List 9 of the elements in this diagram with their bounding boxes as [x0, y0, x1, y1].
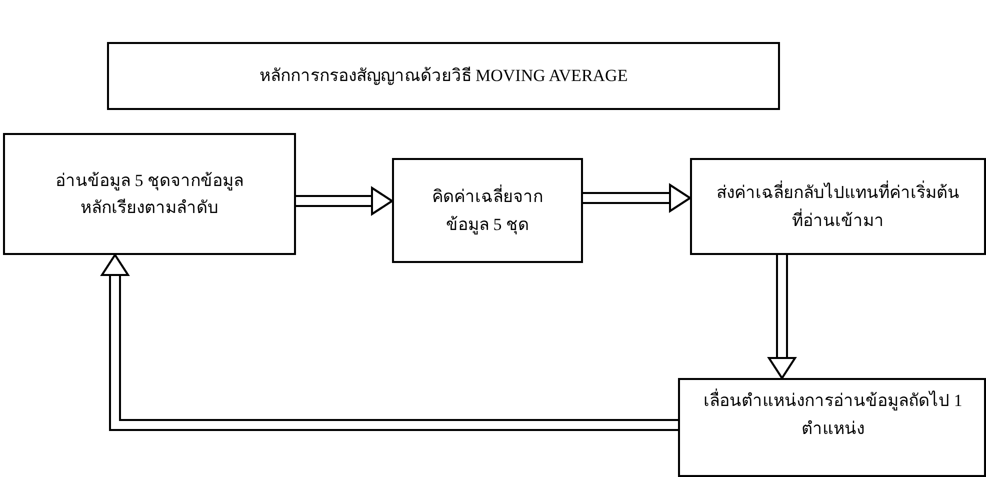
process-box: คิดค่าเฉลี่ยจากข้อมูล 5 ชุด — [392, 158, 583, 263]
arrow — [583, 183, 692, 213]
arrow — [767, 255, 797, 380]
process-box: เลื่อนตำแหน่งการอ่านข้อมูลถัดไป 1 ตำแหน่ง — [678, 378, 986, 477]
process-box: อ่านข้อมูล 5 ชุดจากข้อมูลหลักเรียงตามลำดับ — [3, 133, 296, 255]
process-box: ส่งค่าเฉลี่ยกลับไปแทนที่ค่าเริ่มต้นที่อ่านเข้ามา — [690, 158, 986, 255]
heading-box: หลักการกรองสัญญาณด้วยวิธี MOVING AVERAGE — [107, 42, 780, 110]
arrow — [296, 186, 394, 216]
arrow — [100, 253, 678, 431]
